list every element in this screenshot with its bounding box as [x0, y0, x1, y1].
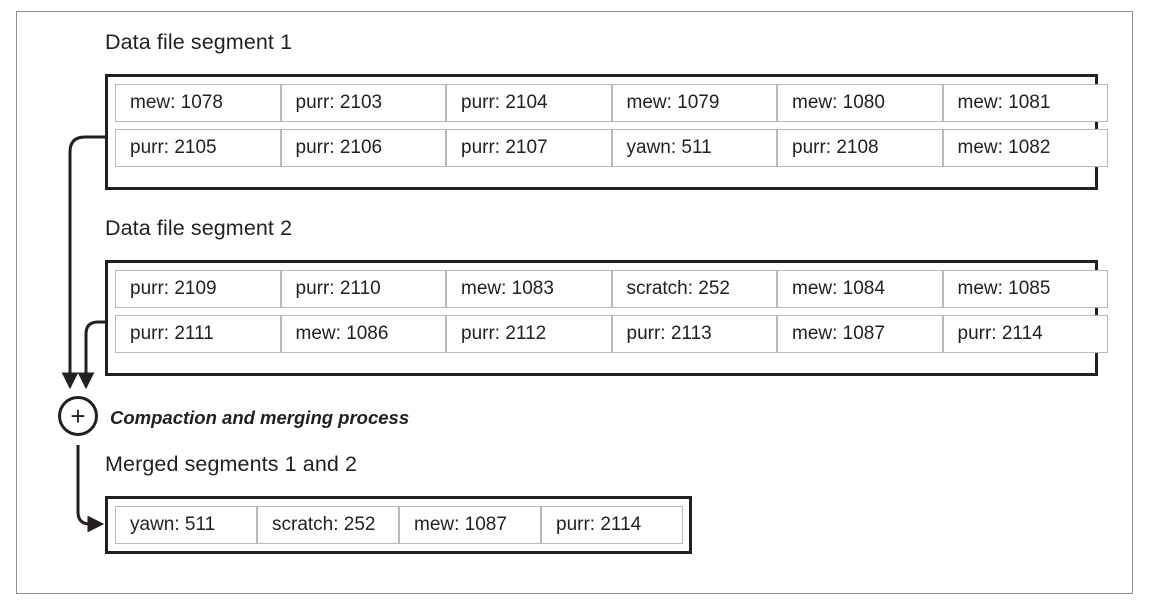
list-item: mew: 1084 [777, 270, 943, 308]
merge-plus-node: + [58, 396, 98, 436]
merge-caption: Compaction and merging process [110, 407, 410, 428]
table-row: purr: 2111 mew: 1086 purr: 2112 purr: 21… [115, 315, 1108, 353]
list-item: purr: 2114 [541, 506, 683, 544]
list-item: purr: 2106 [280, 129, 446, 167]
list-item: purr: 2113 [611, 315, 777, 353]
plus-icon: + [70, 401, 86, 431]
list-item: mew: 1087 [777, 315, 943, 353]
list-item: mew: 1087 [399, 506, 541, 544]
list-item: purr: 2108 [777, 129, 943, 167]
table-row: yawn: 511 scratch: 252 mew: 1087 purr: 2… [115, 506, 683, 544]
list-item: yawn: 511 [115, 506, 257, 544]
list-item: yawn: 511 [611, 129, 777, 167]
segment1-title: Data file segment 1 [105, 30, 293, 54]
list-item: purr: 2107 [446, 129, 612, 167]
list-item: mew: 1078 [115, 84, 281, 122]
list-item: purr: 2112 [446, 315, 612, 353]
list-item: purr: 2105 [115, 129, 281, 167]
merged-box: yawn: 511 scratch: 252 mew: 1087 purr: 2… [105, 496, 692, 554]
merged-rows: yawn: 511 scratch: 252 mew: 1087 purr: 2… [115, 506, 683, 544]
merged-title: Merged segments 1 and 2 [105, 452, 358, 476]
list-item: purr: 2114 [942, 315, 1108, 353]
list-item: mew: 1082 [942, 129, 1108, 167]
list-item: mew: 1080 [777, 84, 943, 122]
list-item: mew: 1085 [942, 270, 1108, 308]
list-item: mew: 1079 [611, 84, 777, 122]
segment1-box: mew: 1078 purr: 2103 purr: 2104 mew: 107… [105, 74, 1108, 190]
list-item: mew: 1081 [942, 84, 1108, 122]
list-item: purr: 2109 [115, 270, 281, 308]
segment2-title: Data file segment 2 [105, 216, 293, 240]
list-item: scratch: 252 [257, 506, 399, 544]
segment1-rows: mew: 1078 purr: 2103 purr: 2104 mew: 107… [115, 84, 1108, 167]
list-item: mew: 1083 [446, 270, 612, 308]
list-item: purr: 2103 [280, 84, 446, 122]
segment2-rows: purr: 2109 purr: 2110 mew: 1083 scratch:… [115, 270, 1108, 353]
list-item: purr: 2110 [280, 270, 446, 308]
table-row: mew: 1078 purr: 2103 purr: 2104 mew: 107… [115, 84, 1108, 122]
list-item: mew: 1086 [280, 315, 446, 353]
list-item: purr: 2111 [115, 315, 281, 353]
segment2-box: purr: 2109 purr: 2110 mew: 1083 scratch:… [105, 260, 1108, 376]
list-item: purr: 2104 [446, 84, 612, 122]
list-item: scratch: 252 [611, 270, 777, 308]
table-row: purr: 2109 purr: 2110 mew: 1083 scratch:… [115, 270, 1108, 308]
table-row: purr: 2105 purr: 2106 purr: 2107 yawn: 5… [115, 129, 1108, 167]
